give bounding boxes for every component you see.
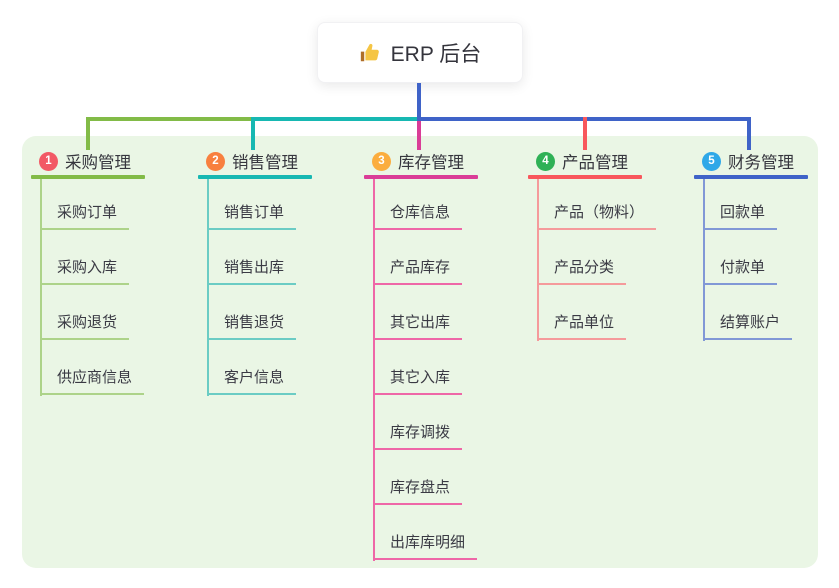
mindmap-node[interactable]: 采购退货 [40, 313, 130, 340]
branch-label: 销售管理 [232, 154, 298, 172]
connector-drop-branch-3 [417, 120, 421, 150]
connector-root-vertical [417, 83, 421, 121]
branch-number-badge: 2 [206, 151, 225, 171]
mindmap-node[interactable]: 产品（物料） [537, 203, 657, 230]
mindmap-node[interactable]: 销售订单 [207, 203, 297, 230]
mindmap-node[interactable]: 其它入库 [373, 368, 463, 395]
mindmap-node[interactable]: 采购订单 [40, 203, 130, 230]
branch-underline [364, 175, 478, 179]
branch-purchase-header[interactable]: 1 采购管理 [31, 149, 191, 173]
branch-children-connector [207, 179, 209, 396]
connector-horizontal-teal [253, 117, 421, 121]
branch-number-badge: 1 [39, 151, 58, 171]
mindmap-node[interactable]: 库存盘点 [373, 478, 463, 505]
branch-children-connector [40, 179, 42, 396]
branch-label: 产品管理 [562, 154, 628, 172]
branch-number-badge: 4 [536, 151, 555, 171]
mindmap-node[interactable]: 出库库明细 [373, 533, 478, 560]
branch-underline [694, 175, 808, 179]
branch-label: 财务管理 [728, 154, 794, 172]
branch-children-connector [537, 179, 539, 341]
root-node-label: ERP 后台 [390, 42, 482, 66]
branch-sales: 2 销售管理 销售订单 销售出库 销售退货 客户信息 [198, 149, 358, 396]
branch-sales-header[interactable]: 2 销售管理 [198, 149, 358, 173]
mindmap-node[interactable]: 销售退货 [207, 313, 297, 340]
mindmap-node[interactable]: 库存调拨 [373, 423, 463, 450]
connector-drop-branch-4 [583, 117, 587, 150]
branch-children-connector [703, 179, 705, 341]
connector-drop-branch-2 [251, 117, 255, 150]
branch-label: 库存管理 [398, 154, 464, 172]
root-node[interactable]: ERP 后台 [317, 22, 523, 83]
branch-finance-header[interactable]: 5 财务管理 [694, 149, 839, 173]
branch-product-header[interactable]: 4 产品管理 [528, 149, 688, 173]
mindmap-node[interactable]: 供应商信息 [40, 368, 145, 395]
connector-horizontal-green [86, 117, 255, 121]
branch-purchase: 1 采购管理 采购订单 采购入库 采购退货 供应商信息 [31, 149, 191, 396]
branch-product: 4 产品管理 产品（物料） 产品分类 产品单位 [528, 149, 688, 341]
branch-inventory: 3 库存管理 仓库信息 产品库存 其它出库 其它入库 库存调拨 库存盘点 出库库… [364, 149, 524, 561]
mindmap-node[interactable]: 回款单 [703, 203, 778, 230]
mindmap-node[interactable]: 仓库信息 [373, 203, 463, 230]
branches-background-panel [22, 136, 818, 568]
branch-label: 采购管理 [65, 154, 131, 172]
branch-children-connector [373, 179, 375, 561]
branch-number-badge: 5 [702, 151, 721, 171]
connector-drop-branch-1 [86, 117, 90, 150]
branch-underline [528, 175, 642, 179]
mindmap-node[interactable]: 采购入库 [40, 258, 130, 285]
branch-finance: 5 财务管理 回款单 付款单 结算账户 [694, 149, 839, 341]
connector-drop-branch-5 [747, 117, 751, 150]
mindmap-node[interactable]: 其它出库 [373, 313, 463, 340]
mindmap-node[interactable]: 客户信息 [207, 368, 297, 395]
branch-inventory-header[interactable]: 3 库存管理 [364, 149, 524, 173]
branch-underline [31, 175, 145, 179]
mindmap-node[interactable]: 产品分类 [537, 258, 627, 285]
mindmap-node[interactable]: 结算账户 [703, 313, 793, 340]
mindmap-node[interactable]: 产品单位 [537, 313, 627, 340]
mindmap-node[interactable]: 付款单 [703, 258, 778, 285]
branch-underline [198, 175, 312, 179]
mindmap-node[interactable]: 产品库存 [373, 258, 463, 285]
thumbs-up-icon [359, 42, 381, 64]
mindmap-node[interactable]: 销售出库 [207, 258, 297, 285]
branch-number-badge: 3 [372, 151, 391, 171]
